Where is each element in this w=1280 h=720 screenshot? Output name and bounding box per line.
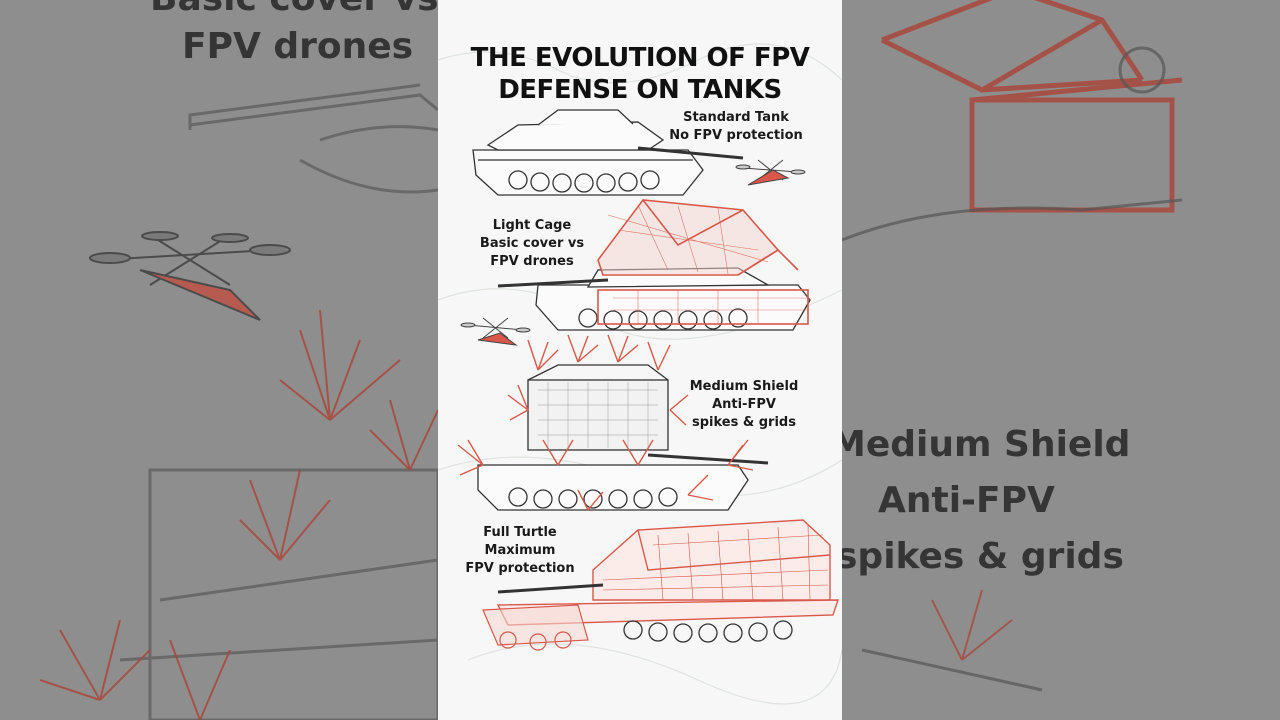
background-right-illustration (842, 0, 1280, 720)
background-left-zoom: Basic cover vs FPV drones (0, 0, 438, 720)
light-cage-tank-illustration (497, 199, 811, 331)
stage-4-line-2: Maximum (484, 543, 556, 558)
background-right-text-1: Medium Shield (842, 424, 1131, 465)
stage-4-line-3: FPV protection (465, 561, 575, 576)
drone-icon-1 (735, 159, 806, 186)
background-left-text-1: Basic cover vs (150, 0, 438, 19)
stage-label-medium-shield: Medium Shield Anti-FPV spikes & grids (684, 378, 804, 432)
tank-evolution-illustration (438, 43, 842, 705)
infographic-panel: THE EVOLUTION OF FPV DEFENSE ON TANKS St… (438, 0, 842, 720)
stage-3-line-3: spikes & grids (692, 415, 796, 430)
background-left-illustration (0, 0, 438, 720)
page-title: THE EVOLUTION OF FPV DEFENSE ON TANKS (438, 42, 842, 106)
stage-label-light-cage: Light Cage Basic cover vs FPV drones (468, 217, 596, 271)
background-right-zoom: Medium Shield Anti-FPV spikes & grids (842, 0, 1280, 720)
background-left-text-2: FPV drones (182, 26, 414, 67)
background-right-text-3: spikes & grids (842, 536, 1124, 577)
background-drone-icon (89, 231, 291, 321)
stage-label-standard-tank: Standard Tank No FPV protection (656, 109, 816, 145)
stage-3-line-1: Medium Shield (689, 379, 799, 394)
stage-label-full-turtle: Full Turtle Maximum FPV protection (458, 524, 582, 578)
stage-2-line-1: Light Cage (492, 218, 572, 233)
standard-tank-illustration (472, 109, 744, 196)
full-turtle-tank-illustration (482, 519, 839, 651)
stage-4-line-1: Full Turtle (483, 525, 557, 540)
stage-3-line-2: Anti-FPV (712, 397, 776, 412)
background-right-text-2: Anti-FPV (878, 480, 1055, 521)
title-line-1: THE EVOLUTION OF FPV (470, 43, 810, 73)
drone-icon-2 (460, 317, 531, 346)
stage-1-line-1: Standard Tank (683, 110, 789, 125)
stage-2-line-3: FPV drones (490, 254, 574, 269)
medium-shield-tank-illustration (457, 334, 769, 511)
title-line-2: DEFENSE ON TANKS (498, 75, 782, 105)
stage-1-line-2: No FPV protection (669, 128, 803, 143)
stage-2-line-2: Basic cover vs (479, 236, 585, 251)
